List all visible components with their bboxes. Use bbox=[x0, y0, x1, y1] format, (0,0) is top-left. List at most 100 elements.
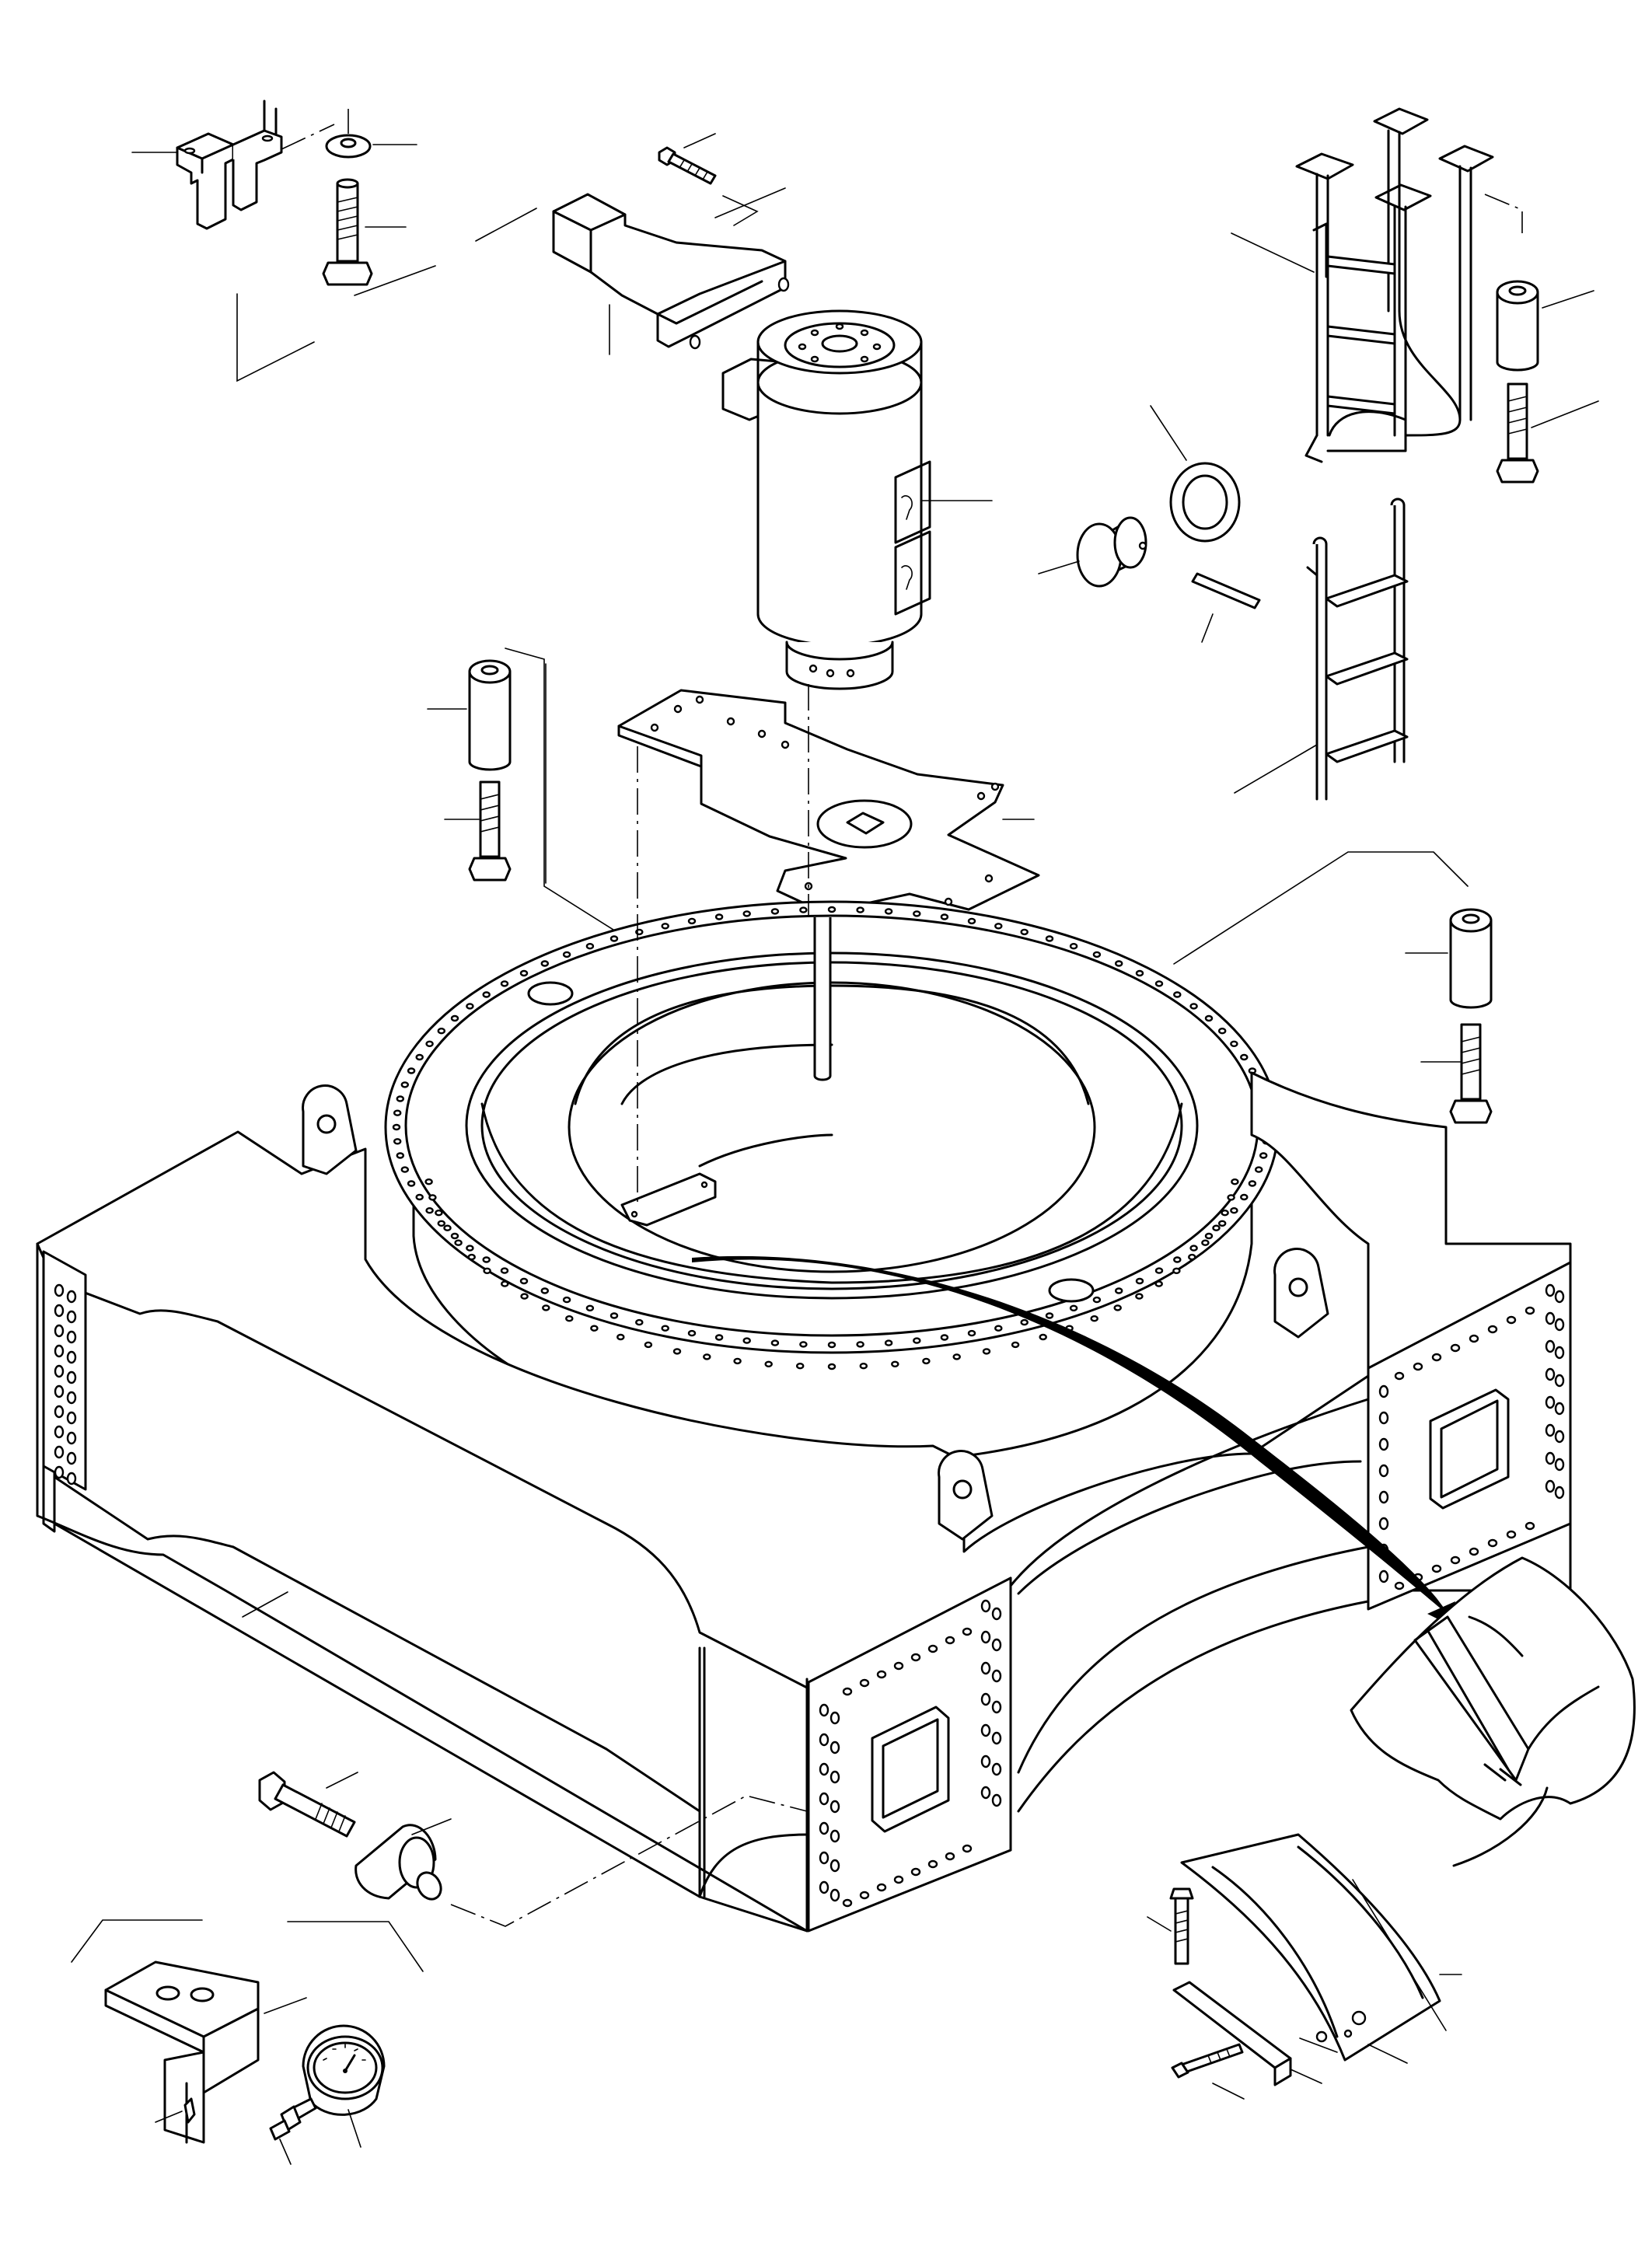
ring-bolt-hole bbox=[500, 1267, 509, 1274]
ring-bolt-hole bbox=[1154, 1280, 1163, 1287]
ring-bolt-hole bbox=[764, 1360, 773, 1368]
ring-bolt-hole bbox=[400, 1166, 409, 1173]
panel-hole bbox=[54, 1425, 65, 1439]
ring-bolt-hole bbox=[1113, 1304, 1122, 1311]
ring-bolt-hole bbox=[714, 1334, 724, 1341]
panel-hole bbox=[991, 1700, 1002, 1714]
panel-hole bbox=[1378, 1464, 1389, 1478]
ring-bolt-hole bbox=[415, 1053, 424, 1061]
ring-bolt-hole bbox=[1201, 1239, 1210, 1246]
ring-bolt-hole bbox=[540, 1287, 549, 1294]
sector-plate bbox=[1180, 1833, 1462, 2062]
ring-bolt-hole bbox=[415, 1193, 424, 1201]
ring-bolt-hole bbox=[1188, 1253, 1196, 1261]
ring-bolt-hole bbox=[482, 1256, 491, 1263]
panel-hole bbox=[819, 1703, 829, 1717]
ring-bolt-hole bbox=[1135, 1277, 1144, 1285]
ring-bolt-hole bbox=[922, 1357, 931, 1365]
ring-bolt-hole bbox=[1011, 1341, 1020, 1349]
panel-hole bbox=[980, 1754, 991, 1768]
ring-bolt-hole bbox=[994, 923, 1003, 930]
panel-hole bbox=[1487, 1325, 1498, 1334]
panel-hole bbox=[1487, 1538, 1498, 1548]
pressure-gauge bbox=[269, 2024, 386, 2165]
ring-bolt-hole bbox=[590, 1325, 599, 1332]
ring-bolt-hole bbox=[542, 1304, 550, 1311]
hex-bolt bbox=[322, 178, 373, 286]
panel-hole bbox=[1378, 1384, 1389, 1398]
panel-hole bbox=[893, 1875, 904, 1884]
ring-bolt-hole bbox=[1189, 1003, 1198, 1010]
ring-bolt-hole bbox=[1248, 1180, 1257, 1187]
sector-leader-2 bbox=[1299, 2037, 1338, 2053]
panel-hole bbox=[876, 1883, 887, 1892]
ring-bolt-hole bbox=[437, 1027, 445, 1035]
panel-hole bbox=[829, 1711, 840, 1725]
ring-bolt-hole bbox=[742, 1337, 751, 1344]
panel-hole bbox=[1545, 1423, 1556, 1437]
ring-bolt-hole bbox=[795, 1362, 805, 1370]
panel-hole bbox=[66, 1431, 77, 1445]
ring-bolt-hole bbox=[1212, 1224, 1221, 1231]
ring-bolt-hole bbox=[1114, 960, 1123, 967]
ring-bolt-hole bbox=[400, 1081, 409, 1088]
ring-bolt-hole bbox=[424, 1178, 433, 1185]
panel-hole bbox=[66, 1391, 77, 1405]
ring-bolt-hole bbox=[687, 1329, 697, 1337]
bolt-and-sleeve bbox=[258, 1771, 808, 1927]
ring-bolt-hole bbox=[609, 935, 619, 942]
panel-hole bbox=[991, 1638, 1002, 1652]
panel-hole bbox=[980, 1661, 991, 1675]
panel-holes-left bbox=[54, 1283, 77, 1486]
panel-hole bbox=[1378, 1490, 1389, 1504]
ring-bolt-hole bbox=[609, 1312, 619, 1319]
motor-mounting-plate bbox=[617, 689, 1040, 914]
ring-bolt-hole bbox=[428, 1194, 437, 1201]
ring-bolt-hole bbox=[952, 1353, 961, 1360]
ring-bolt-hole bbox=[1092, 951, 1102, 958]
panel-hole bbox=[1469, 1547, 1479, 1556]
ring-bolt-hole bbox=[483, 1267, 491, 1275]
end-cap bbox=[1038, 516, 1147, 588]
panel-hole bbox=[66, 1411, 77, 1425]
ring-bolt-hole bbox=[520, 1293, 529, 1300]
ring-bolt-hole bbox=[396, 1095, 404, 1102]
sealing-ring bbox=[1150, 405, 1241, 543]
ring-bolt-hole bbox=[1231, 1178, 1239, 1185]
ring-bolt-hole bbox=[1172, 1267, 1181, 1275]
ring-bolt-hole bbox=[519, 969, 529, 977]
slewing-ring-bearing bbox=[384, 900, 1280, 1464]
ring-bolt-hole bbox=[661, 923, 669, 930]
ring-bolt-hole bbox=[703, 1353, 711, 1360]
ring-bolt-hole bbox=[1254, 1166, 1263, 1173]
ring-bolt-hole bbox=[519, 1277, 529, 1285]
ring-bolt-hole bbox=[585, 1304, 595, 1312]
bar-clamp bbox=[1172, 1981, 1322, 2086]
ring-bolt-hole bbox=[443, 1224, 452, 1231]
panel-hole bbox=[1554, 1430, 1565, 1444]
ring-bolt-hole bbox=[1240, 1193, 1249, 1201]
panel-hole bbox=[980, 1630, 991, 1644]
test-bracket bbox=[71, 1919, 424, 2144]
corner-panel-right bbox=[1367, 1261, 1572, 1611]
panel-hole bbox=[1394, 1581, 1405, 1590]
ring-bolt-hole bbox=[770, 908, 780, 915]
ring-bolt-hole bbox=[967, 1329, 976, 1337]
ring-bolt-hole bbox=[859, 1362, 868, 1370]
panel-hole bbox=[54, 1445, 65, 1459]
panel-hole bbox=[1545, 1451, 1556, 1465]
panel-hole bbox=[1431, 1564, 1442, 1573]
panel-hole bbox=[991, 1793, 1002, 1807]
ring-bolt-hole bbox=[1020, 1318, 1029, 1326]
ring-bolt-hole bbox=[884, 908, 893, 915]
ring-bolt-hole bbox=[392, 1123, 401, 1131]
ring-bolt-hole bbox=[661, 1325, 669, 1332]
ring-bolt-hole bbox=[1173, 1256, 1182, 1263]
panel-hole bbox=[66, 1310, 77, 1324]
ring-bolt-hole bbox=[393, 1109, 402, 1116]
ring-bolt-hole bbox=[585, 942, 595, 950]
sector-leader bbox=[1367, 2044, 1408, 2064]
ring-bolt-hole bbox=[562, 1296, 571, 1304]
ring-bolt-hole bbox=[1114, 1287, 1123, 1294]
ring-bolt-hole bbox=[982, 1348, 991, 1355]
